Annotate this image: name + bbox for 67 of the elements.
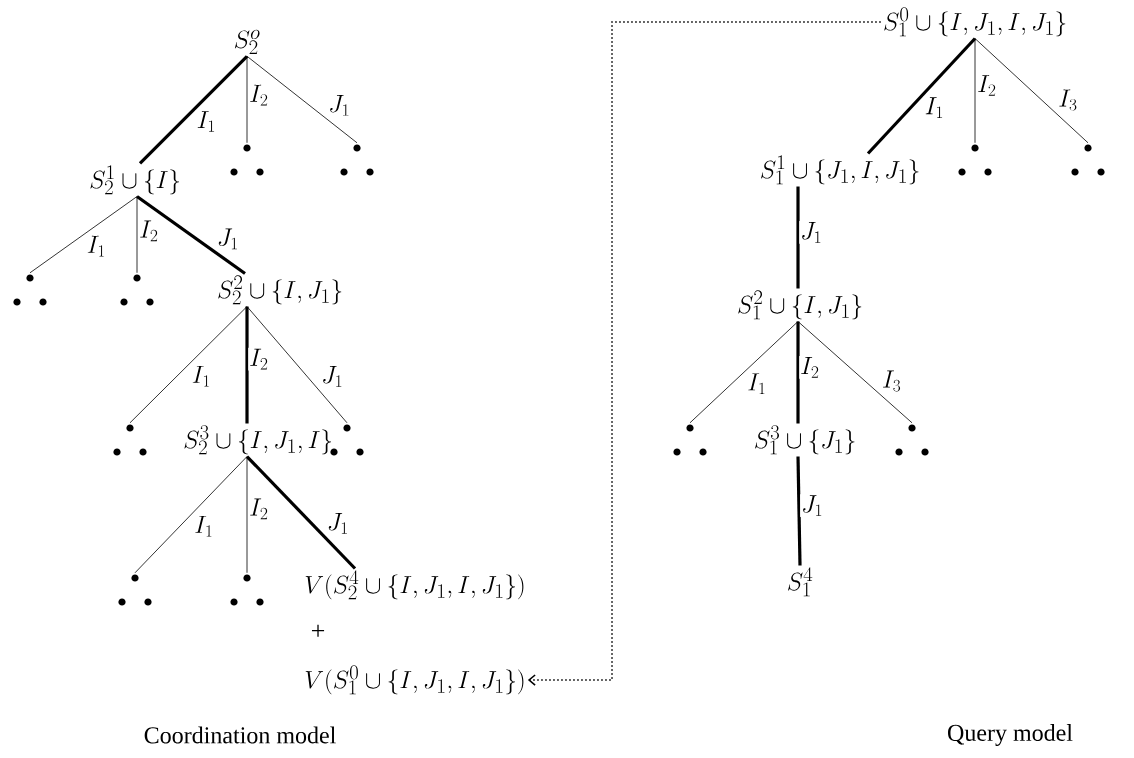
dotted-arrow [527, 21, 882, 686]
dots-symbol [230, 144, 264, 176]
tree-branch [245, 306, 249, 424]
dots-symbol [230, 574, 264, 606]
state-label: $S_2^3\cup\{I,J_1,I\}$ [184, 425, 331, 455]
edge-label: $I_1$ [193, 514, 215, 538]
dots-symbol [673, 424, 707, 456]
tree-branch [866, 37, 977, 155]
tree-branch [796, 186, 800, 289]
tree-branch [136, 196, 138, 274]
state-label: $S_1^3\cup\{J_1\}$ [755, 425, 855, 455]
state-label: $S_1^1\cup\{J_1,I,J_1\}$ [761, 155, 919, 185]
edge-label: $J_1$ [799, 221, 824, 244]
state-label: $V(S_1^0\cup\{I,J_1,I,J_1\})$ [305, 665, 524, 695]
edge-label: $I_1$ [746, 372, 768, 396]
plus-sign: + [312, 624, 325, 637]
edge-label: $I_1$ [923, 96, 945, 119]
tree-branch [689, 321, 799, 424]
tree-branch [246, 306, 348, 424]
tree-branch [129, 306, 248, 424]
edge-label: $J_1$ [320, 365, 345, 388]
dots-symbol [330, 424, 364, 456]
edge-label: $I_3$ [881, 369, 903, 393]
dots-symbol [340, 144, 374, 176]
state-label: $S_1^4$ [788, 567, 813, 597]
tree-branch [974, 38, 1089, 144]
model-caption: Coordination model [144, 726, 336, 744]
edge-label: $I_2$ [138, 219, 160, 243]
dots-symbol [113, 424, 147, 456]
tree-branch [246, 456, 248, 574]
state-label: $S_1^2\cup\{I,J_1\}$ [738, 290, 862, 320]
tree-branch [138, 55, 249, 165]
dots-symbol [1071, 144, 1105, 176]
state-label: $V(S_2^4\cup\{I,J_1,I,J_1\})$ [305, 570, 524, 600]
edge-label: $I_1$ [85, 234, 107, 258]
edge-label: $I_2$ [799, 356, 821, 379]
dots-symbol [13, 274, 47, 306]
edge-label: $J_1$ [327, 93, 352, 117]
dots-symbol [120, 274, 154, 306]
edge-label: $I_2$ [248, 347, 270, 371]
tree-branch [245, 455, 357, 570]
edge-label: $I_2$ [976, 74, 998, 97]
dots-symbol [895, 424, 929, 456]
tree-branch [136, 195, 246, 275]
dots-symbol [118, 574, 152, 606]
tree-branch [796, 321, 800, 424]
model-caption: Query model [948, 724, 1073, 746]
edge-label: $J_1$ [800, 494, 824, 517]
tree-branch [246, 55, 358, 144]
edge-label: $J_1$ [325, 511, 350, 535]
tree-branch [797, 321, 913, 424]
state-label: $S_2^2\cup\{I,J_1\}$ [218, 275, 342, 305]
edge-label: $I_1$ [195, 110, 217, 133]
state-label: $S_2^o$ [234, 29, 260, 55]
edge-label: $I_2$ [248, 83, 270, 107]
tree-branch [974, 38, 976, 144]
edge-label: $I_1$ [190, 364, 212, 388]
dots-symbol [958, 144, 992, 176]
tree-branch [246, 55, 248, 144]
tree-branch [796, 456, 802, 566]
edge-label: $I_3$ [1057, 88, 1079, 112]
edge-label: $I_2$ [248, 497, 270, 521]
tree-branch [29, 196, 138, 274]
tree-branch [134, 456, 248, 574]
state-label: $S_1^0\cup\{I,J_1,I,J_1\}$ [884, 7, 1066, 37]
state-label: $S_2^1\cup\{I\}$ [90, 165, 179, 195]
edge-label: $J_1$ [215, 227, 240, 251]
